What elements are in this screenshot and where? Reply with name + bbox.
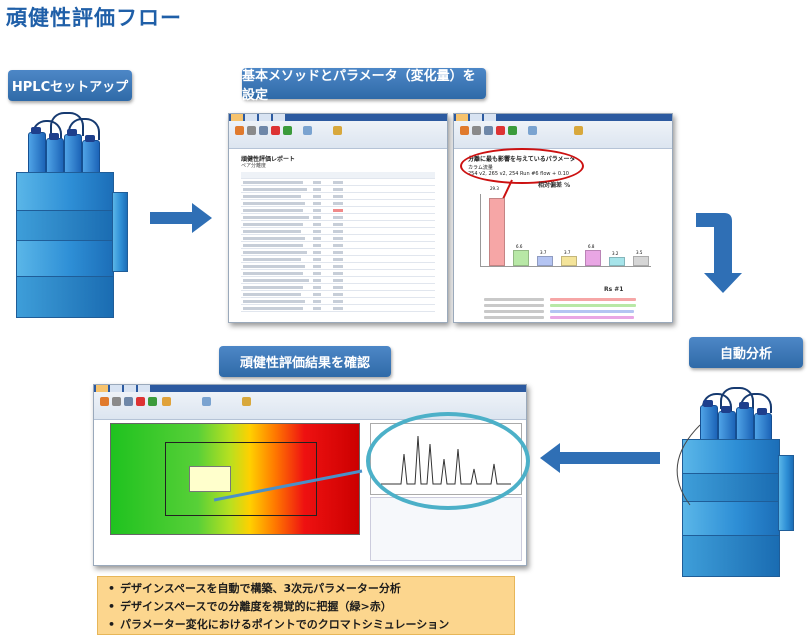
- curve-connector: [676, 424, 701, 506]
- bar-chart: 29.3 6.6 3.7 3.7 6.8 3.2 3.5: [480, 186, 651, 267]
- step-label-hplc-setup: HPLCセットアップ: [8, 70, 132, 101]
- report-table: [235, 172, 441, 316]
- bar-6-value: 3.2: [612, 251, 619, 256]
- chromatogram-highlight-ellipse: [366, 412, 530, 510]
- bar-5: [585, 250, 601, 266]
- bar-4-value: 3.7: [564, 250, 571, 255]
- bar-3-value: 3.7: [540, 250, 547, 255]
- bar-2: [513, 250, 529, 266]
- hplc-instrument-right: [676, 385, 811, 585]
- point-tooltip: [189, 466, 231, 492]
- note-2: デザインスペースでの分離度を視覚的に把握（緑>赤）: [108, 598, 392, 614]
- report-heading: 頑健性評価レポート: [241, 156, 296, 163]
- step-label-auto-analysis: 自動分析: [689, 337, 803, 368]
- screenshot-effect-chart: 分離に最も影響を与えているパラメータ カラム流量 254 v2, 265 v2,…: [453, 113, 673, 323]
- bar-2-value: 6.6: [516, 244, 523, 249]
- note-1: デザインスペースを自動で構築、3次元パラメーター分析: [108, 580, 401, 596]
- bar-5-value: 6.8: [588, 244, 595, 249]
- bar-4: [561, 256, 577, 266]
- highlight-ellipse: [460, 148, 584, 184]
- bar-1-value: 29.3: [490, 186, 499, 191]
- summary-notes: デザインスペースを自動で構築、3次元パラメーター分析 デザインスペースでの分離度…: [97, 576, 515, 635]
- chart-title: 相対偏差 %: [538, 182, 571, 189]
- arrow-bend-down-icon: [696, 213, 742, 293]
- arrow-left-icon: [540, 443, 660, 473]
- page-title: 頑健性評価フロー: [6, 6, 182, 30]
- bar-7-value: 3.5: [636, 250, 643, 255]
- note-3: パラメーター変化におけるポイントでのクロマトシミュレーション: [108, 616, 449, 632]
- step-label-set-method: 基本メソッドとパラメータ（変化量）を設定: [242, 68, 486, 103]
- bar-1: [489, 198, 505, 266]
- report-subheading: ペア分離度: [241, 163, 267, 169]
- rs-label: Rs #1: [604, 286, 624, 293]
- step-label-confirm-results: 頑健性評価結果を確認: [219, 346, 391, 377]
- screenshot-report-table: 頑健性評価レポート ペア分離度: [228, 113, 448, 323]
- bar-3: [537, 256, 553, 266]
- arrow-right-icon: [150, 203, 212, 233]
- bar-7: [633, 256, 649, 266]
- bar-6: [609, 257, 625, 266]
- hplc-instrument-left: [8, 110, 138, 320]
- blue-pointer-arrow: [213, 469, 363, 502]
